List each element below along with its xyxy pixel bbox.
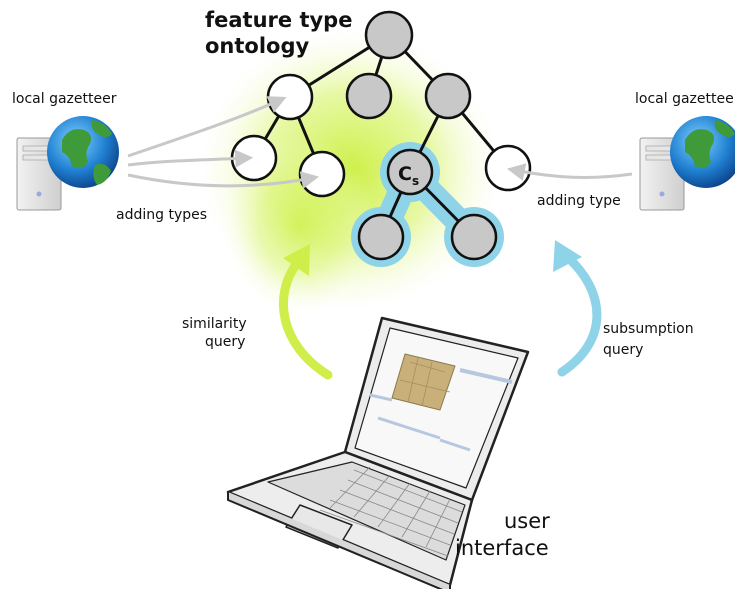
right-gazetteer-label: local gazetteer [635,91,735,107]
node-cs [386,148,434,196]
similarity-query-label-2: query [205,334,245,350]
node-subtype-left [357,213,405,261]
title-line1: feature type [205,8,352,32]
node-imported-3 [298,150,346,198]
import-arrows-left [127,96,320,189]
import-arrow-right [506,163,633,181]
subsumption-query-label-1: subsumption [603,321,694,337]
globe-icon [670,116,735,188]
left-arrow-label: adding types [116,207,207,223]
tree-nodes [230,10,532,261]
node-gray-mid [345,72,393,120]
globe-icon [47,116,119,188]
node-gray-right [424,72,472,120]
node-imported-1 [266,73,314,121]
similarity-query-arrow [278,244,333,380]
node-root [364,10,414,60]
subsumption-query-arrow [553,240,602,377]
right-gazetteer: local gazetteer [635,91,735,211]
laptop-icon [226,316,530,589]
subsumption-query-label-2: query [603,342,643,358]
similarity-query-label-1: similarity [182,316,247,332]
cs-node-label: Cs [398,163,419,188]
left-gazetteer-label: local gazetteer [12,91,117,107]
client-label-line2: interface [455,536,549,560]
left-gazetteer: local gazetteer [12,91,119,211]
client-label-line1: user [504,509,550,533]
right-arrow-label: adding type [537,193,621,209]
node-subtype-right [450,213,498,261]
title-line2: ontology [205,34,310,58]
node-imported-right [484,144,532,192]
